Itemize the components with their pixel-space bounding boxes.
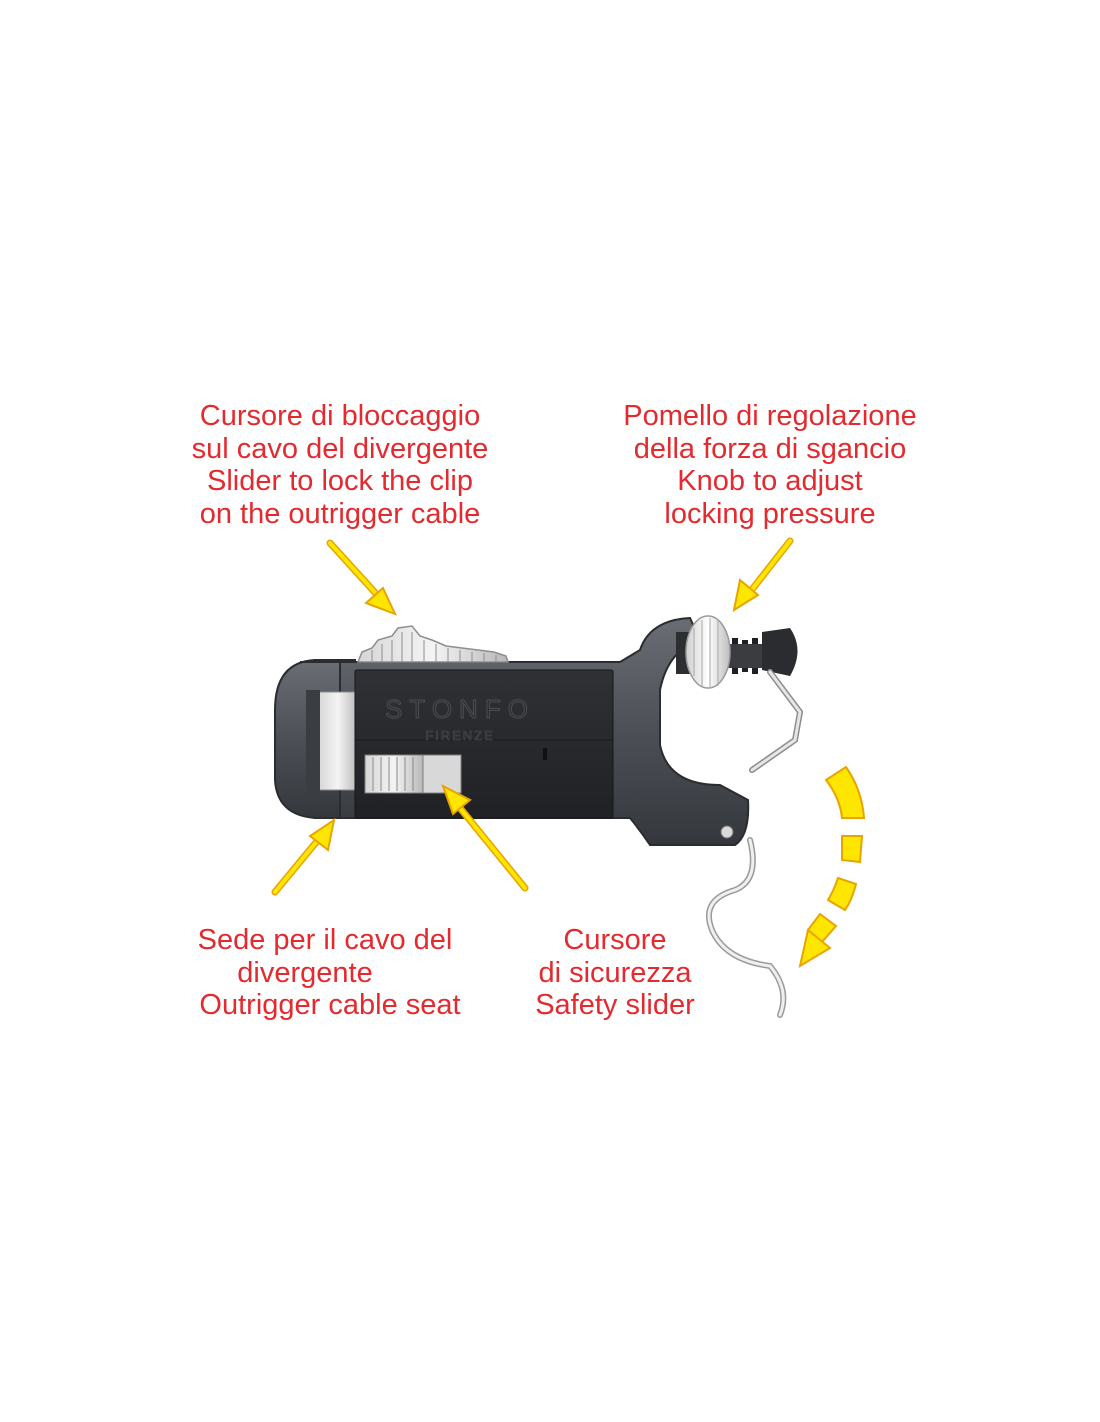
brand-sub-text: FIRENZE <box>425 728 495 743</box>
label-line: divergente <box>237 956 373 989</box>
rotation-arrow <box>798 765 866 969</box>
brand-text: STONFO <box>385 694 535 724</box>
label-line: della forza di sgancio <box>633 432 907 465</box>
label-line: di sicurezza <box>538 956 692 989</box>
arrow-to-lock-slider <box>326 539 397 616</box>
label-line: Cursore di bloccaggio <box>199 400 481 432</box>
label-line: sul cavo del divergente <box>191 432 489 465</box>
label-cable-seat: Sede per il cavo del divergente Outrigge… <box>150 924 500 1022</box>
label-lock-slider: Cursore di bloccaggio sul cavo del diver… <box>150 400 530 530</box>
arrow-to-cable-seat <box>271 817 336 896</box>
adjust-knob[interactable] <box>676 615 798 689</box>
label-line: Outrigger cable seat <box>199 989 461 1021</box>
label-line: Sede per il cavo del <box>197 924 453 956</box>
label-line: Cursore <box>563 924 667 956</box>
label-line: Slider to lock the clip <box>207 465 473 497</box>
brand-plate: STONFO FIRENZE <box>354 669 614 819</box>
label-line: Safety slider <box>535 989 695 1021</box>
label-line: Knob to adjust <box>677 465 863 497</box>
label-safety-slider: Cursore di sicurezza Safety slider <box>505 924 725 1022</box>
label-line: Pomello di regolazione <box>623 400 917 432</box>
arrow-to-safety-slider <box>441 783 529 892</box>
label-line: on the outrigger cable <box>199 497 481 530</box>
cable-seat <box>306 690 359 800</box>
label-line: locking pressure <box>664 497 876 530</box>
label-knob: Pomello di regolazione della forza di sg… <box>590 400 950 530</box>
release-wire <box>705 669 804 1018</box>
lock-slider[interactable] <box>356 625 510 663</box>
arrow-to-knob <box>732 537 794 613</box>
